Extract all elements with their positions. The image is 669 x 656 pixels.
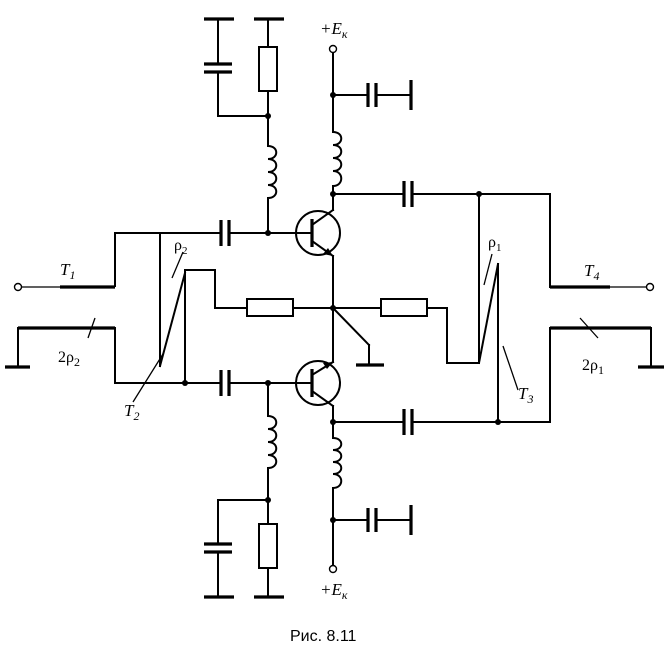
- supply-terminal-top: +Eк: [320, 19, 348, 54]
- bias-network-lower: [204, 380, 284, 599]
- label-t1: T1: [60, 260, 75, 282]
- line-2rho2: 2ρ2: [5, 326, 115, 369]
- resistor-emitter-right: [332, 298, 448, 364]
- resistor-emitter-left: [214, 269, 334, 317]
- transistor-lower: [267, 360, 341, 408]
- capacitor-decoupling-top: [330, 80, 413, 110]
- line-2rho1: 2ρ1: [550, 326, 664, 377]
- transformer-t2: [114, 232, 216, 384]
- line-t4: T4: [550, 261, 655, 292]
- label-t2: T2: [124, 401, 139, 423]
- label-2rho2: 2ρ2: [58, 349, 80, 369]
- capacitor-input-lower: [114, 370, 269, 396]
- transistor-upper: [267, 208, 341, 258]
- label-2rho1: 2ρ1: [582, 357, 604, 377]
- capacitor-output-lower: [332, 409, 551, 435]
- inductor-choke-bottom: [331, 436, 343, 490]
- supply-terminal-bottom: +Eк: [320, 564, 348, 602]
- supply-label-top: +Eк: [320, 19, 348, 41]
- label-rho1: ρ1: [488, 234, 501, 254]
- inductor-choke-top: [331, 130, 343, 188]
- transformer-t3: [446, 193, 551, 423]
- label-t3: T3: [518, 384, 533, 406]
- label-rho2: ρ2: [174, 237, 187, 257]
- ground-emitter: [331, 306, 384, 367]
- supply-label-bottom: +Eк: [320, 580, 348, 602]
- capacitor-input-upper: [114, 220, 269, 246]
- label-t4: T4: [584, 261, 599, 283]
- figure-caption: Рис. 8.11: [290, 628, 357, 645]
- capacitor-decoupling-bottom: [330, 505, 413, 535]
- line-t1: T1: [13, 260, 115, 292]
- bias-network-upper: [204, 17, 284, 236]
- capacitor-output-upper: [332, 181, 551, 207]
